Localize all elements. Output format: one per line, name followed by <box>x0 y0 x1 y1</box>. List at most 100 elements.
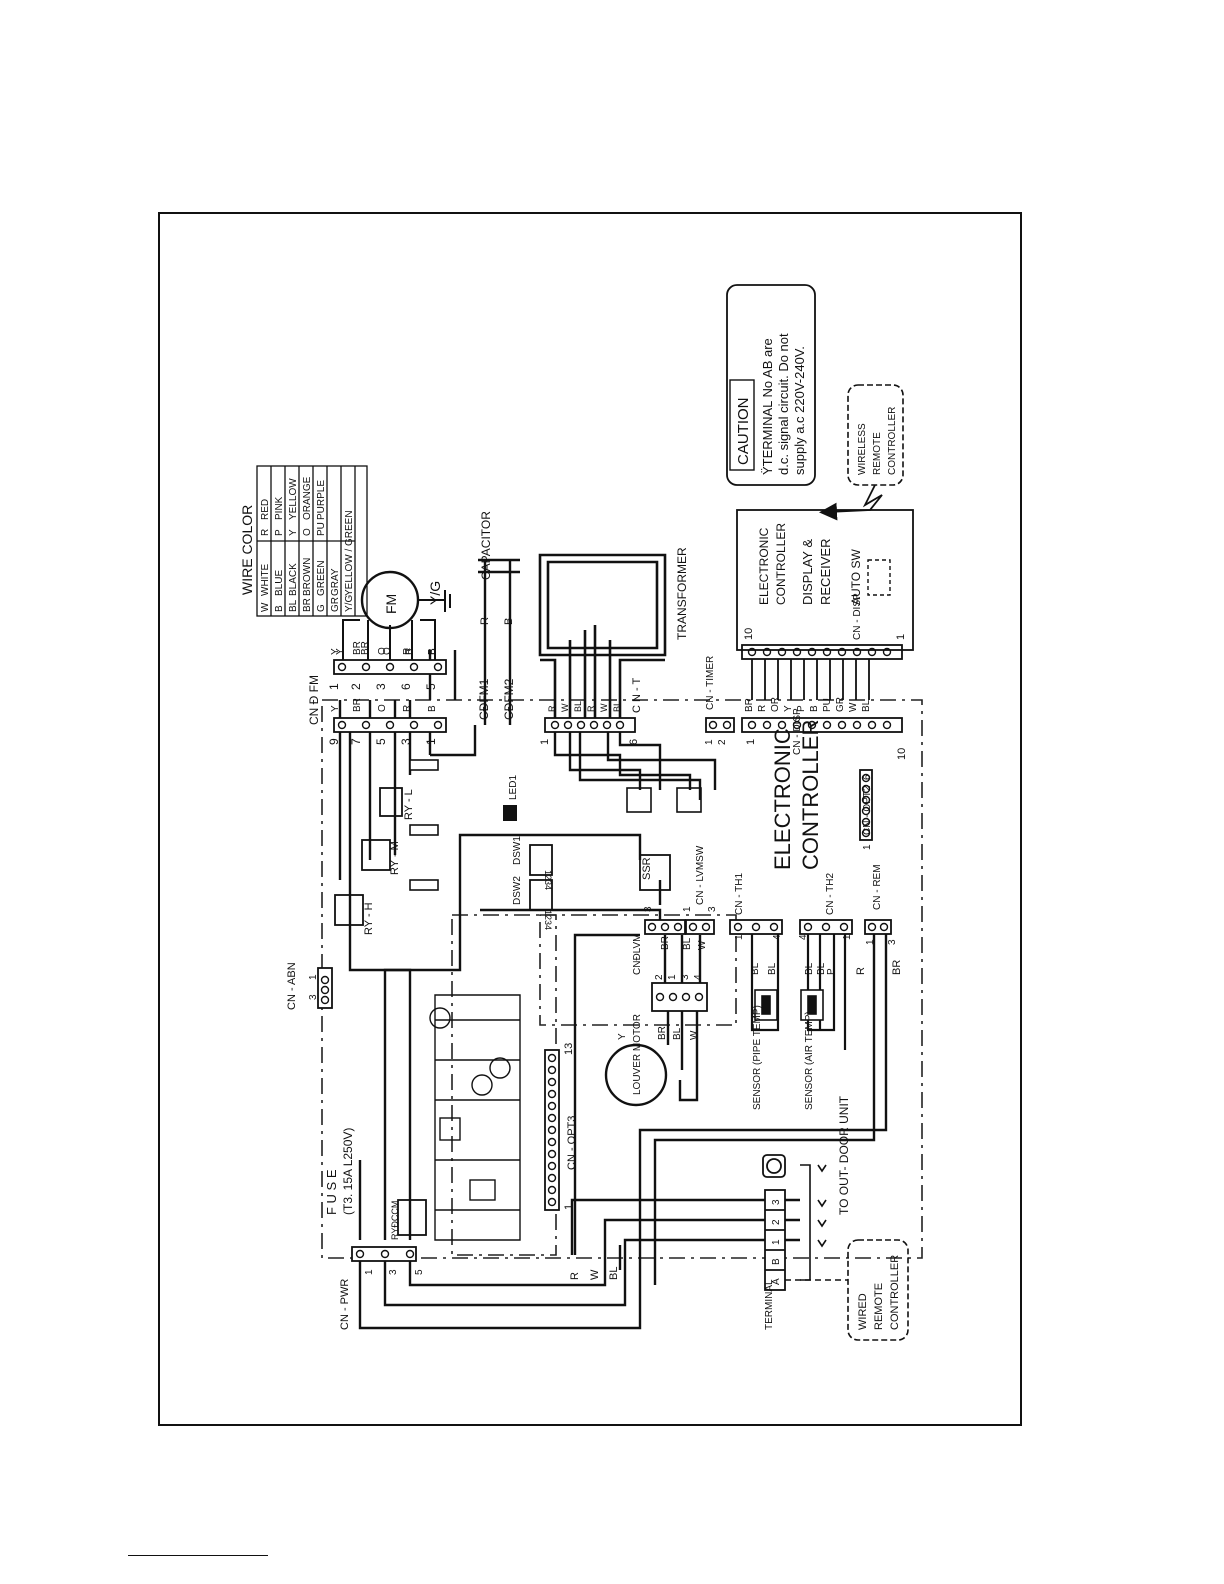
fm-pin2: 3 <box>374 683 388 690</box>
louver-motor-label: LOUVER MOTOR <box>632 1014 643 1095</box>
disp-color: BL <box>861 699 872 712</box>
connector-pin <box>839 922 849 932</box>
connector-pin <box>547 1149 557 1159</box>
connector-pin <box>861 806 871 816</box>
cn-t-color: BL <box>573 701 583 712</box>
auto-sw-label: AUTO SW <box>849 549 863 605</box>
fm-wires <box>342 619 436 660</box>
terminal-label: TERMINAL <box>764 1279 775 1330</box>
sensor-pipe-wire: BL <box>750 962 761 975</box>
main-controller-label: CONTROLLER <box>798 720 823 870</box>
cn-t-color: BL <box>612 701 622 712</box>
caution-title: CAUTION <box>735 398 752 466</box>
led1-symbol <box>503 805 517 821</box>
cn-pwr-label: CN - PWR <box>339 1279 351 1330</box>
connector-pin <box>861 773 871 783</box>
wire-color-name: PINK <box>274 496 285 520</box>
pwr-wire: W <box>589 1269 601 1280</box>
connector-pin <box>701 922 711 932</box>
connector-pin <box>547 1101 557 1111</box>
opt3-circuit <box>429 994 521 1241</box>
connector-pin <box>647 922 657 932</box>
fm-color2: BR <box>352 641 363 655</box>
lvmsw-pin: 1 <box>682 906 693 912</box>
connector-pin <box>547 1173 557 1183</box>
wired-remote-box <box>785 1239 909 1341</box>
connector-pin <box>433 720 443 730</box>
caution-text: supply a.c 220V-240V. <box>792 346 807 475</box>
terminal-pin: B <box>771 1258 782 1265</box>
to-outdoor-label: TO OUT- DOOR UNIT <box>837 1095 851 1215</box>
wire-color-title: WIRE COLOR <box>239 505 255 595</box>
wired-remote-label: WIRED <box>857 1293 869 1330</box>
wire-color-code: B <box>274 605 285 612</box>
opt2-pin: 6 <box>862 774 873 780</box>
wire-color-name: YELLOW <box>288 478 299 520</box>
fm-pin2: 6 <box>399 683 413 690</box>
connector-pin <box>861 828 871 838</box>
pwr-wire: R <box>569 1272 581 1280</box>
connector-pin <box>547 1125 557 1135</box>
connector-pin <box>547 1197 557 1207</box>
wireless-remote-box <box>819 384 904 521</box>
fm-pin2: 1 <box>327 683 341 690</box>
transformer-wires <box>538 553 667 720</box>
footer-rule <box>128 1555 268 1556</box>
wired-remote-label: CONTROLLER <box>889 1255 901 1330</box>
lvm-color: BL <box>682 937 693 950</box>
display-label: DISPLAY & <box>800 539 815 605</box>
display-label: ELECTRONIC <box>757 527 771 605</box>
louver-wire: BR <box>657 1026 668 1040</box>
connector-pin <box>361 720 371 730</box>
cn-th1-label: CN - TH1 <box>734 873 745 915</box>
wire-color-code: R <box>260 529 271 536</box>
connector-pin <box>861 817 871 827</box>
pwr-pin: 1 <box>364 1269 375 1275</box>
fm-pin: 1 <box>424 738 438 745</box>
lvm-pin: 4 <box>693 974 704 980</box>
connector-pin <box>688 922 698 932</box>
disp-color: P <box>796 705 807 712</box>
connector-pin <box>861 795 871 805</box>
fm-color2: O <box>377 647 388 655</box>
cn-opt3-label: CN - OPT3 <box>566 1116 578 1170</box>
display-label: RECEIVER <box>818 539 833 605</box>
disp-color: BR <box>744 698 755 712</box>
connector-pin <box>385 720 395 730</box>
rectifiers <box>626 787 702 813</box>
capacitor-r: R <box>479 617 491 625</box>
display-label: CONTROLLER <box>774 523 788 605</box>
fm-wire-label: BR <box>360 641 371 655</box>
wireless-remote-label: CONTROLLER <box>887 407 898 475</box>
dsw-nums: 1234 <box>543 910 553 930</box>
terminal-pin: 3 <box>771 1199 782 1205</box>
wire-color-name: WHITE <box>260 563 271 596</box>
connector-pin <box>320 975 330 985</box>
connector-pin <box>668 992 678 1002</box>
fm-wire-label: R <box>404 648 415 655</box>
rem-pin: 3 <box>887 939 898 945</box>
th2-pin: 1 <box>842 934 853 940</box>
fm-color: R <box>402 705 413 712</box>
th1-pin: 4 <box>772 934 783 940</box>
connector-pin <box>547 1161 557 1171</box>
connector-pin <box>722 720 732 730</box>
cn-t-pin: 1 <box>539 739 551 745</box>
connector-pin <box>433 662 443 672</box>
dsw-nums: 1234 <box>543 870 553 890</box>
wire-color-code: Y <box>288 529 299 536</box>
connector-pin <box>405 1249 415 1259</box>
disp-color: Y <box>783 705 794 712</box>
wire-color-name: PURPLE <box>316 480 327 520</box>
capacitor-symbol <box>478 558 520 574</box>
outdoor-arrows <box>817 1164 827 1248</box>
fm-pin: 7 <box>349 738 363 745</box>
connector-pin <box>861 784 871 794</box>
connector-pin <box>547 1089 557 1099</box>
fm-color: B <box>427 705 438 712</box>
connector-pin <box>821 922 831 932</box>
disp-color: W <box>848 702 859 712</box>
timer-pin: 2 <box>717 739 728 745</box>
connector-pin <box>547 1065 557 1075</box>
